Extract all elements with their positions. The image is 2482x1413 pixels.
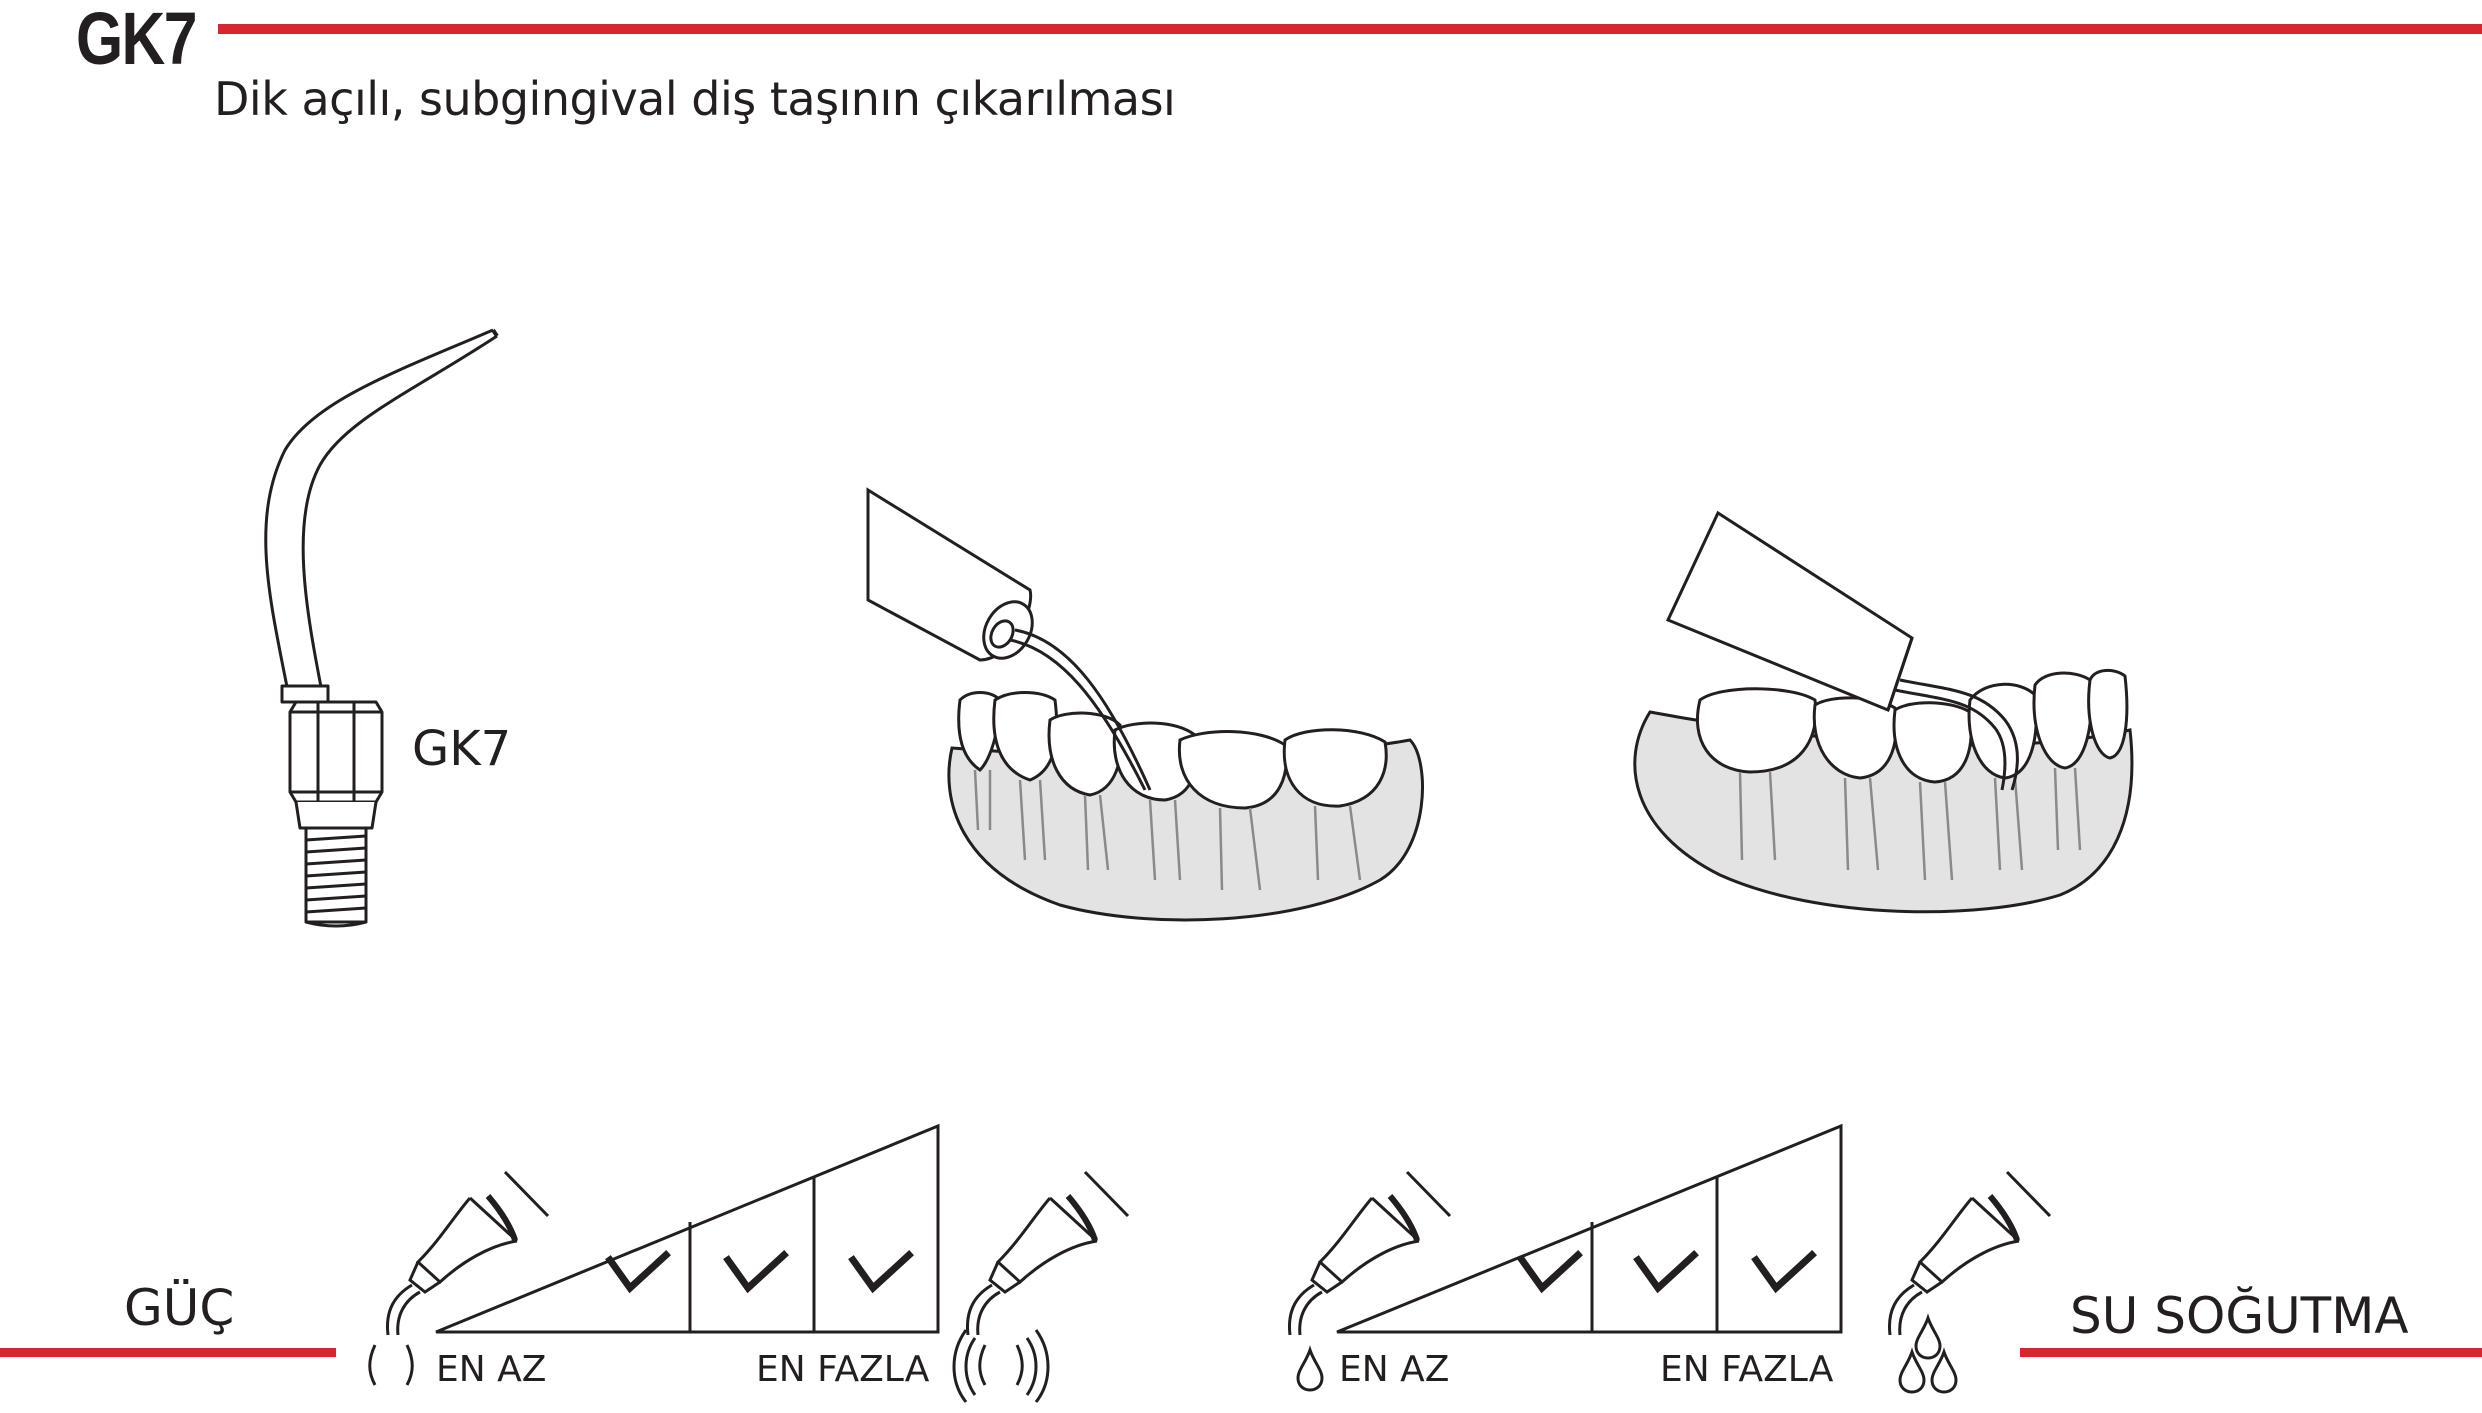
power-max-label: EN FAZLA bbox=[756, 1349, 930, 1390]
scaler-tip-body bbox=[264, 328, 499, 928]
handpiece-icon-high-power bbox=[965, 1170, 1130, 1336]
water-cooling-title: SU SOĞUTMA bbox=[2070, 1287, 2409, 1345]
teeth-side bbox=[1695, 669, 2129, 784]
power-check-3 bbox=[848, 1250, 914, 1294]
water-min-label: EN AZ bbox=[1339, 1349, 1450, 1390]
power-check-2 bbox=[723, 1250, 789, 1294]
power-title: GÜÇ bbox=[124, 1279, 235, 1337]
handpiece-icon-low-water bbox=[1287, 1170, 1452, 1336]
power-triangle bbox=[435, 1123, 940, 1334]
handpiece-side bbox=[1665, 510, 2019, 791]
teeth-front bbox=[957, 691, 1388, 810]
water-check-3 bbox=[1751, 1250, 1817, 1294]
vibration-icon-high bbox=[952, 1329, 1050, 1403]
tip-model-label: GK7 bbox=[412, 721, 512, 777]
page-subtitle: Dik açılı, subgingival diş taşının çıkar… bbox=[214, 72, 1176, 126]
water-triangle bbox=[1336, 1123, 1843, 1334]
water-drops-icon-high bbox=[1898, 1313, 1958, 1394]
power-min-label: EN AZ bbox=[436, 1349, 547, 1390]
water-check-2 bbox=[1633, 1250, 1699, 1294]
handpiece-front bbox=[866, 487, 1152, 791]
water-check-marks bbox=[1517, 1250, 1817, 1294]
power-check-1 bbox=[605, 1250, 671, 1294]
handpiece-icon-high-water bbox=[1887, 1170, 2052, 1336]
water-drop-icon-low bbox=[1296, 1345, 1324, 1392]
water-check-1 bbox=[1517, 1250, 1583, 1294]
page-title: GK7 bbox=[76, 0, 197, 80]
power-check-marks bbox=[605, 1250, 914, 1294]
power-rule bbox=[0, 1348, 336, 1357]
header-rule bbox=[218, 24, 2482, 34]
water-max-label: EN FAZLA bbox=[1660, 1349, 1834, 1390]
water-rule bbox=[2020, 1348, 2482, 1357]
handpiece-icon-low-power bbox=[385, 1170, 550, 1336]
vibration-icon-low bbox=[368, 1344, 414, 1386]
